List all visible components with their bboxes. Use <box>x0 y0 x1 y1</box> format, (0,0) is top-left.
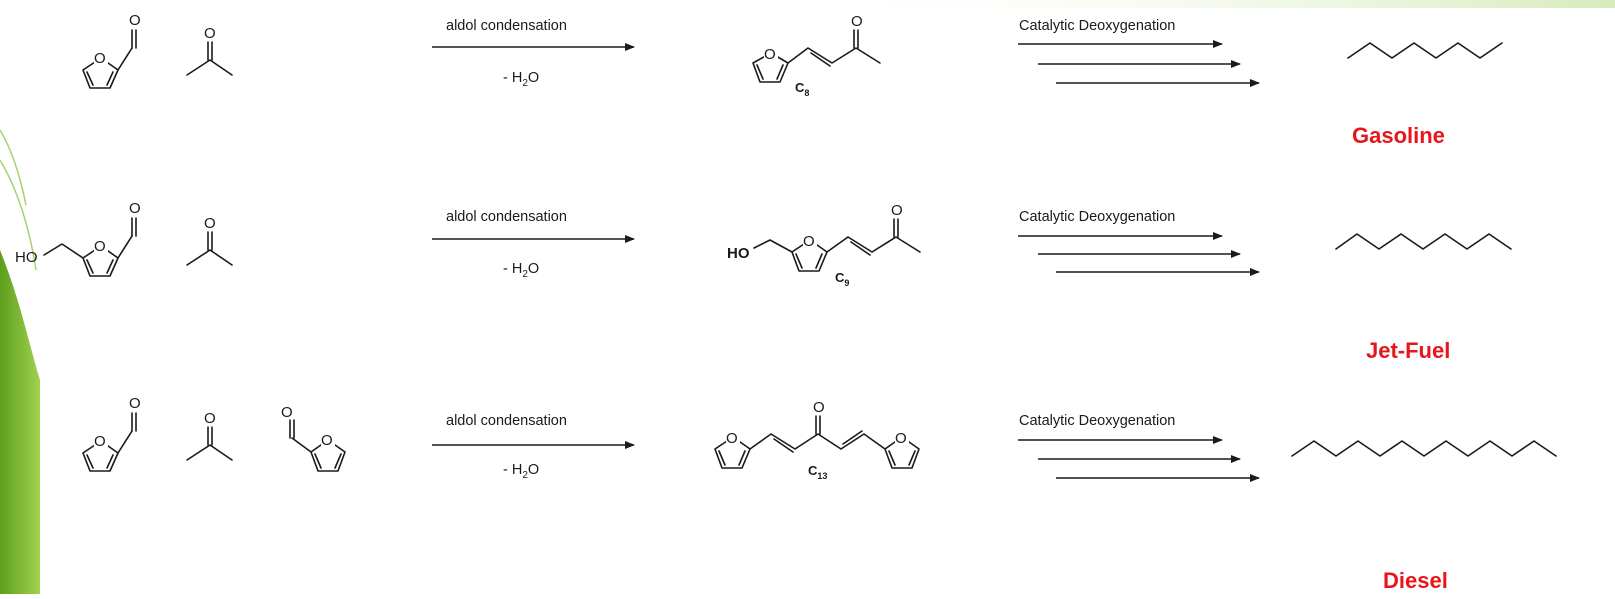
oxygen-label: O <box>129 12 141 29</box>
product-label-gasoline: Gasoline <box>1352 123 1445 148</box>
row-diesel: O O O O O aldol condensation - H2O <box>82 395 1557 593</box>
c8-intermediate-molecule: O O C8 <box>752 13 881 98</box>
aldol-condensation-label: aldol condensation <box>446 413 567 429</box>
hydroxyl-label: HO <box>15 249 38 266</box>
row-jet-fuel: O O HO O aldol condensation - H2O O O <box>15 200 1512 363</box>
hmf-molecule: O O HO <box>15 200 141 277</box>
oxygen-label: O <box>891 202 903 219</box>
acetone-molecule: O <box>186 25 233 76</box>
tridecane-skeleton <box>1291 440 1557 457</box>
green-swoosh-line <box>0 129 27 206</box>
c9-intermediate-molecule: O O HO C9 <box>727 202 921 288</box>
octane-skeleton <box>1347 42 1503 59</box>
water-removal-label: - H2O <box>503 70 539 89</box>
furfural-molecule: O O <box>82 12 141 89</box>
oxygen-label: O <box>94 238 106 255</box>
green-swoosh-shape <box>0 250 40 594</box>
oxygen-label: O <box>851 13 863 30</box>
oxygen-label: O <box>129 395 141 412</box>
carbon-count-label: C8 <box>795 80 809 98</box>
oxygen-label: O <box>204 215 216 232</box>
catalytic-deoxygenation-label: Catalytic Deoxygenation <box>1019 413 1175 429</box>
aldol-condensation-label: aldol condensation <box>446 209 567 225</box>
oxygen-label: O <box>204 25 216 42</box>
oxygen-label: O <box>895 430 907 447</box>
oxygen-label: O <box>281 404 293 421</box>
carbon-count-label: C9 <box>835 270 849 288</box>
top-accent-strip <box>780 0 1615 8</box>
catalytic-deoxygenation-label: Catalytic Deoxygenation <box>1019 18 1175 34</box>
c13-intermediate-molecule: O O O C13 <box>714 399 920 481</box>
oxygen-label: O <box>94 433 106 450</box>
catalytic-deoxygenation-label: Catalytic Deoxygenation <box>1019 209 1175 225</box>
acetone-molecule: O <box>186 215 233 266</box>
nonane-skeleton <box>1335 233 1512 250</box>
left-decoration <box>0 129 40 594</box>
water-removal-label: - H2O <box>503 462 539 481</box>
water-removal-label: - H2O <box>503 261 539 280</box>
oxygen-label: O <box>764 46 776 63</box>
acetone-molecule: O <box>186 410 233 461</box>
furfural-molecule: O O <box>281 404 346 472</box>
row-gasoline: O O O aldol condensation - H2O O O C8 <box>82 12 1503 148</box>
product-label-diesel: Diesel <box>1383 568 1448 593</box>
aldol-condensation-label: aldol condensation <box>446 18 567 34</box>
oxygen-label: O <box>803 233 815 250</box>
hydroxyl-label: HO <box>727 245 750 262</box>
oxygen-label: O <box>321 432 333 449</box>
oxygen-label: O <box>813 399 825 416</box>
green-swoosh-line <box>0 159 37 271</box>
carbon-count-label: C13 <box>808 463 827 481</box>
furfural-molecule: O O <box>82 395 141 472</box>
oxygen-label: O <box>94 50 106 67</box>
product-label-jet-fuel: Jet-Fuel <box>1366 338 1450 363</box>
oxygen-label: O <box>204 410 216 427</box>
oxygen-label: O <box>129 200 141 217</box>
oxygen-label: O <box>726 430 738 447</box>
